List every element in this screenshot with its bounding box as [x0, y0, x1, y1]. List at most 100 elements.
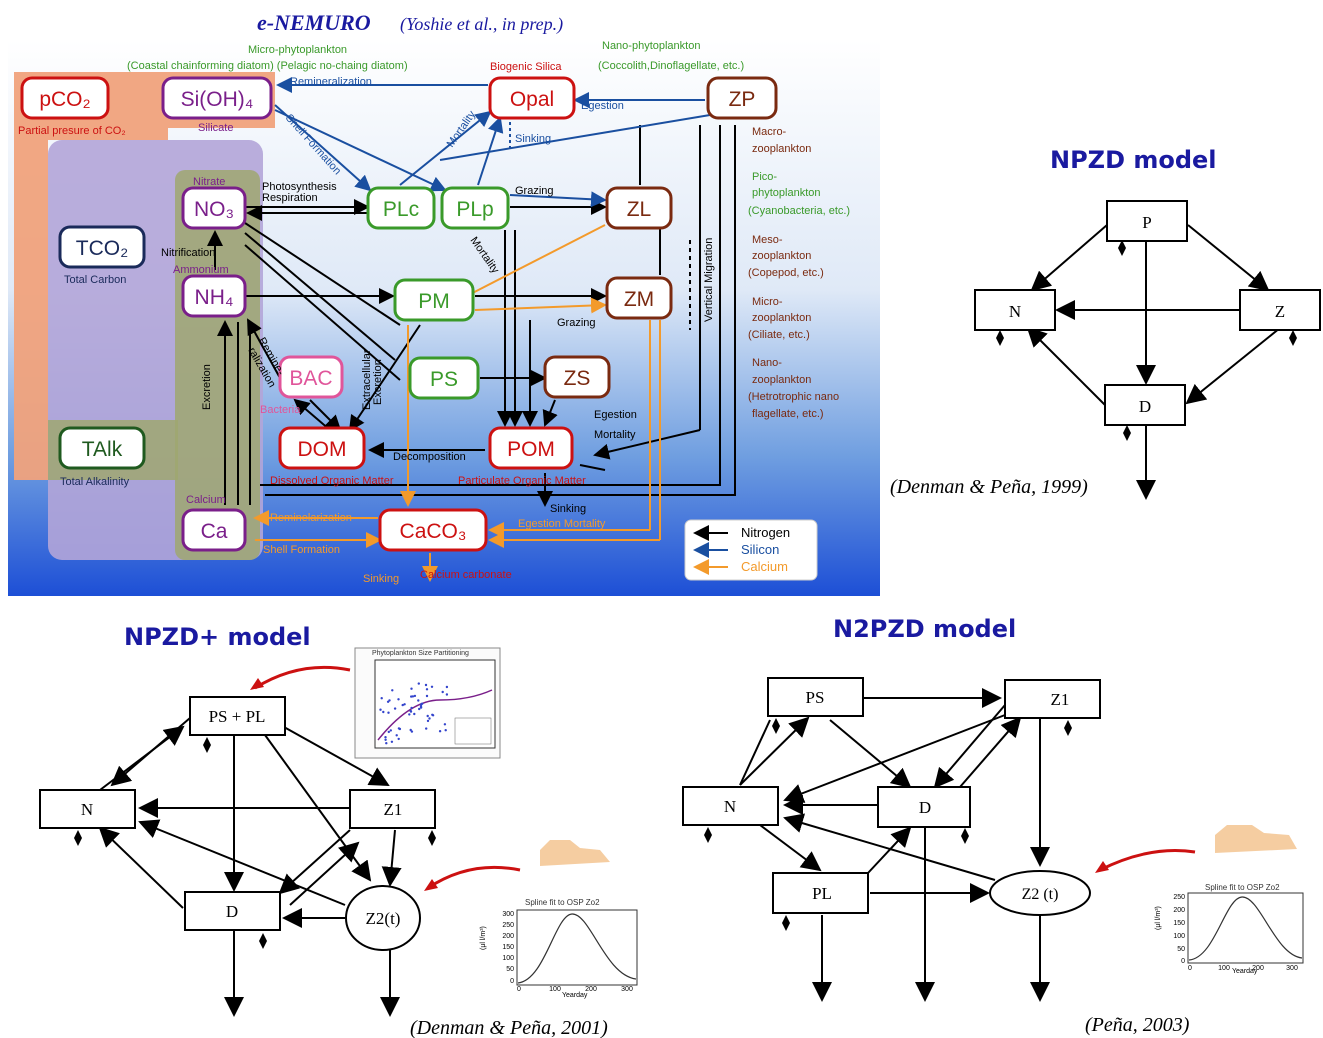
phyto-inset-point — [425, 688, 429, 691]
box-plp — [440, 186, 510, 230]
box-ps — [408, 356, 480, 400]
phyto-inset-point — [443, 723, 447, 726]
ann-respiration: Respiration — [262, 192, 318, 204]
ann-macro-zoo: Macro- — [752, 126, 787, 138]
box-no3-label: NO₃ — [194, 198, 234, 221]
phyto-inset-points — [379, 682, 449, 745]
npzd-diamond-n — [996, 330, 1004, 346]
n2pzd-box-pl — [772, 872, 869, 914]
box-ca — [181, 508, 247, 552]
phyto-inset-point — [388, 699, 391, 702]
ann-excretion: Excretion — [201, 364, 213, 410]
box-pm-label: PM — [418, 290, 450, 313]
n2pzd-ytick-0: 250 — [1173, 894, 1185, 901]
npzdp-arrow-d-n — [98, 826, 184, 909]
flow-dom-bac — [293, 398, 331, 431]
enemuro-captions: Partial presure of CO₂ Silicate Nitrate … — [18, 61, 586, 581]
flow-long-bottom — [260, 125, 721, 486]
n2pzd-label-ps: PS — [806, 688, 825, 707]
n2pzd-label-z2: Z2 (t) — [1022, 886, 1059, 903]
phyto-inset: Phytoplankton Size Partitioning — [354, 647, 501, 759]
n2pzd-box-d — [877, 786, 971, 828]
n2pzd-title: N2PZD model — [833, 615, 1016, 643]
phyto-inset-point — [419, 706, 423, 709]
n2pzd-copepod-image — [1215, 825, 1297, 853]
npzdp-ytick-5: 50 — [506, 966, 514, 973]
silicon-flows — [274, 77, 711, 208]
caption-talk: Total Alkalinity — [60, 476, 130, 488]
phyto-inset-point — [409, 709, 412, 713]
n2pzd-box-n — [682, 786, 779, 826]
flow-bac-dom — [309, 399, 342, 432]
npzd-title: NPZD model — [1050, 146, 1217, 174]
n2pzd-ytick-4: 50 — [1177, 946, 1185, 953]
phyto-inset-point — [410, 730, 414, 733]
phyto-inset-point — [413, 694, 417, 698]
n2pzd-arrow-z1-n — [783, 714, 1006, 803]
phyto-inset-point — [417, 699, 420, 702]
box-tco2-label: TCO₂ — [76, 237, 128, 260]
n2pzd-spline-inset: Spline fit to OSP Zo2 (μl l/m³) Yearday … — [1155, 825, 1304, 975]
box-plp-label: PLp — [456, 198, 493, 221]
box-opal — [488, 76, 576, 120]
box-ca-label: Ca — [201, 520, 228, 543]
legend-silicon: Silicon — [741, 542, 779, 557]
phyto-inset-curve — [377, 689, 493, 741]
ann-meso-zoo-3: (Copepod, etc.) — [748, 267, 824, 279]
ann-egestion-mortality: Egestion Mortality — [518, 518, 606, 530]
n2pzd-ytick-1: 200 — [1173, 907, 1185, 914]
phyto-inset-point — [397, 698, 400, 701]
box-zm — [605, 276, 673, 320]
box-opal-label: Opal — [510, 88, 554, 111]
box-pco2 — [20, 76, 110, 120]
phyto-inset-point — [445, 693, 449, 696]
phyto-inset-point — [418, 707, 421, 711]
box-sioh4 — [161, 76, 273, 120]
n2pzd-spline-title: Spline fit to OSP Zo2 — [1205, 883, 1280, 892]
npzdp-arrow-z1-z2 — [381, 829, 402, 887]
npzd-box-p — [1106, 200, 1188, 242]
ann-remineralization: Remineralization — [290, 76, 372, 88]
phyto-inset-point — [441, 690, 444, 694]
npzdp-copepod-image — [540, 840, 610, 866]
npzdp-arrow-d-z1 — [289, 841, 360, 906]
npzdp-ytick-6: 0 — [510, 978, 514, 985]
box-ps-label: PS — [430, 368, 458, 391]
flow-diag-3 — [244, 244, 401, 381]
phyto-inset-point — [401, 703, 404, 707]
phyto-inset-point — [410, 706, 413, 710]
enemuro-title-ref: (Yoshie et al., in prep.) — [400, 14, 563, 35]
ann-vertical-migration: Vertical Migration — [703, 238, 715, 322]
npzdp-label-n: N — [81, 800, 93, 819]
box-zs-label: ZS — [564, 367, 591, 390]
n2pzd-spline-ylabel: (μl l/m³) — [1155, 906, 1162, 930]
box-zp — [706, 76, 778, 120]
n2pzd-red-arrowhead — [1095, 861, 1109, 873]
ann-reminelarization: Reminelarization — [270, 512, 352, 524]
box-talk-label: TAlk — [82, 438, 123, 461]
n2pzd-xtick-3: 300 — [1286, 965, 1298, 972]
flow-zs-pom — [542, 399, 558, 427]
phyto-inset-point — [395, 734, 398, 737]
enemuro-boxes: pCO₂ Si(OH)₄ NO₃ NH₄ TCO₂ TAlk Ca PLc PL — [20, 76, 778, 552]
phyto-inset-point — [382, 710, 385, 714]
ann-decomposition: Decomposition — [393, 451, 466, 463]
n2pzd-label-n: N — [724, 797, 736, 816]
flow-plc-zp-si — [439, 114, 711, 161]
npzdp-label-pspl: PS + PL — [209, 707, 266, 726]
n2pzd-diamond-z1 — [1064, 720, 1072, 736]
caption-pom: Particulate Organic Matter — [458, 475, 586, 487]
npzdp-box-pspl — [189, 696, 286, 736]
phyto-inset-point — [445, 685, 449, 689]
box-pom-label: POM — [507, 438, 555, 461]
npzd-label-z: Z — [1275, 302, 1285, 321]
phyto-inset-point — [411, 695, 415, 698]
ann-nano-zoo: Nano- — [752, 357, 782, 369]
flow-si-plp — [274, 109, 447, 192]
flow-diag-2 — [244, 232, 396, 361]
npzd-panel: NPZD model P N Z D (Denman & Peña, 1999) — [890, 146, 1321, 500]
phyto-inset-point — [428, 717, 431, 720]
npzdp-label-d: D — [226, 902, 238, 921]
npzd-box-n — [974, 289, 1056, 331]
phyto-inset-point — [430, 685, 434, 688]
